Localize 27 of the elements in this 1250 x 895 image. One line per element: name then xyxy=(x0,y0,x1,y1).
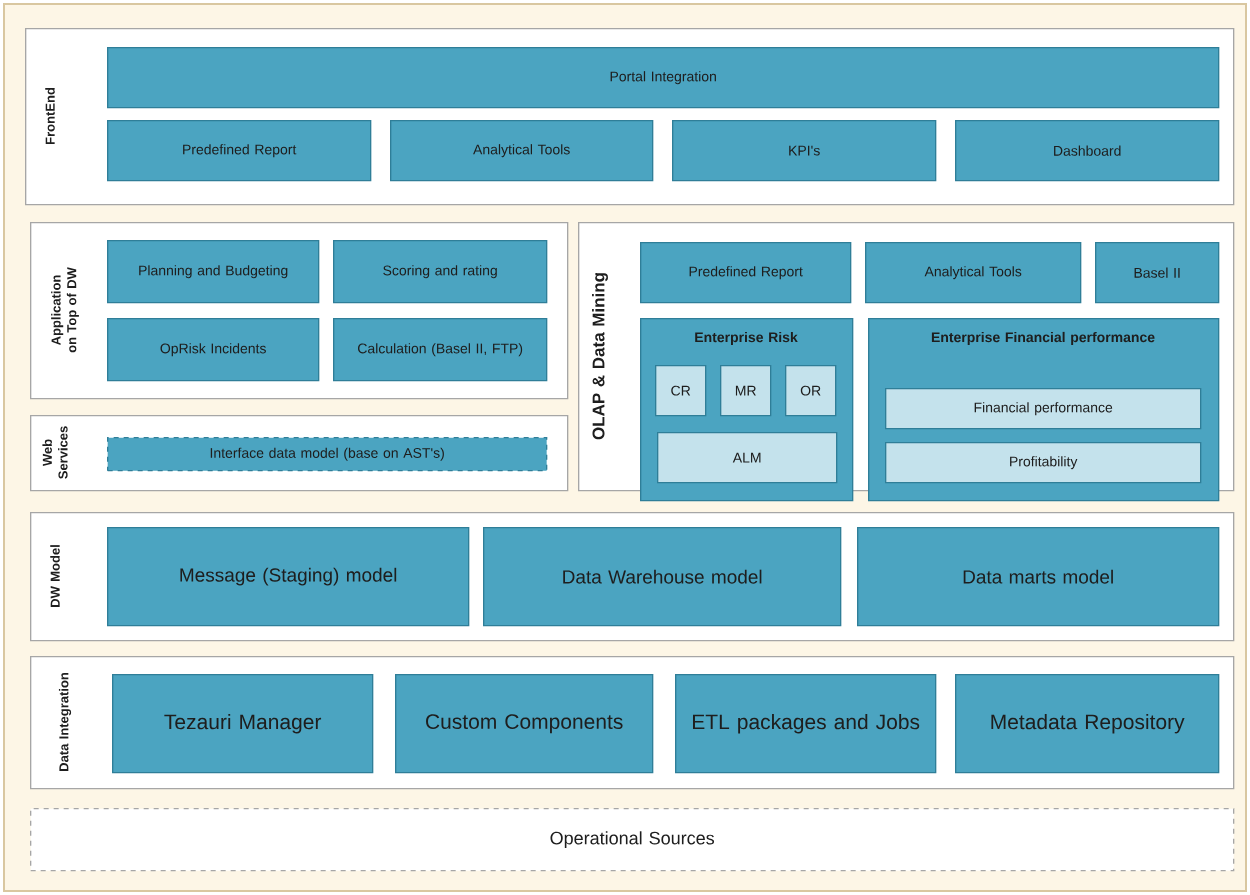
component-box: Data Warehouse model xyxy=(483,527,842,627)
component-box: Planning and Budgeting xyxy=(107,240,320,304)
component-box: Basel II xyxy=(1095,242,1220,304)
component-box: Message (Staging) model xyxy=(107,527,470,627)
component-box: Dashboard xyxy=(955,120,1220,182)
component-box: OpRisk Incidents xyxy=(107,318,320,382)
module-box: CR xyxy=(655,365,707,417)
module-box: MR xyxy=(720,365,772,417)
component-box: Data marts model xyxy=(857,527,1220,627)
component-box: Scoring and rating xyxy=(333,240,548,304)
module-box: ALM xyxy=(657,432,838,484)
component-box: Predefined Report xyxy=(107,120,372,182)
component-box: ETL packages and Jobs xyxy=(675,674,937,774)
module-box: Profitability xyxy=(885,442,1202,484)
component-box: Predefined Report xyxy=(640,242,852,304)
component-box: Metadata Repository xyxy=(955,674,1220,774)
component-box: Analytical Tools xyxy=(865,242,1082,304)
module-box: OR xyxy=(785,365,837,417)
component-box: Interface data model (base on AST's) xyxy=(107,437,548,472)
component-box: Calculation (Basel II, FTP) xyxy=(333,318,548,382)
module-box: Financial performance xyxy=(885,388,1202,430)
source-band: Operational Sources xyxy=(30,808,1235,872)
component-box: Tezauri Manager xyxy=(112,674,374,774)
component-box: Portal Integration xyxy=(107,47,1220,109)
component-box: KPI's xyxy=(672,120,937,182)
component-box: Custom Components xyxy=(395,674,654,774)
component-box: Analytical Tools xyxy=(390,120,654,182)
